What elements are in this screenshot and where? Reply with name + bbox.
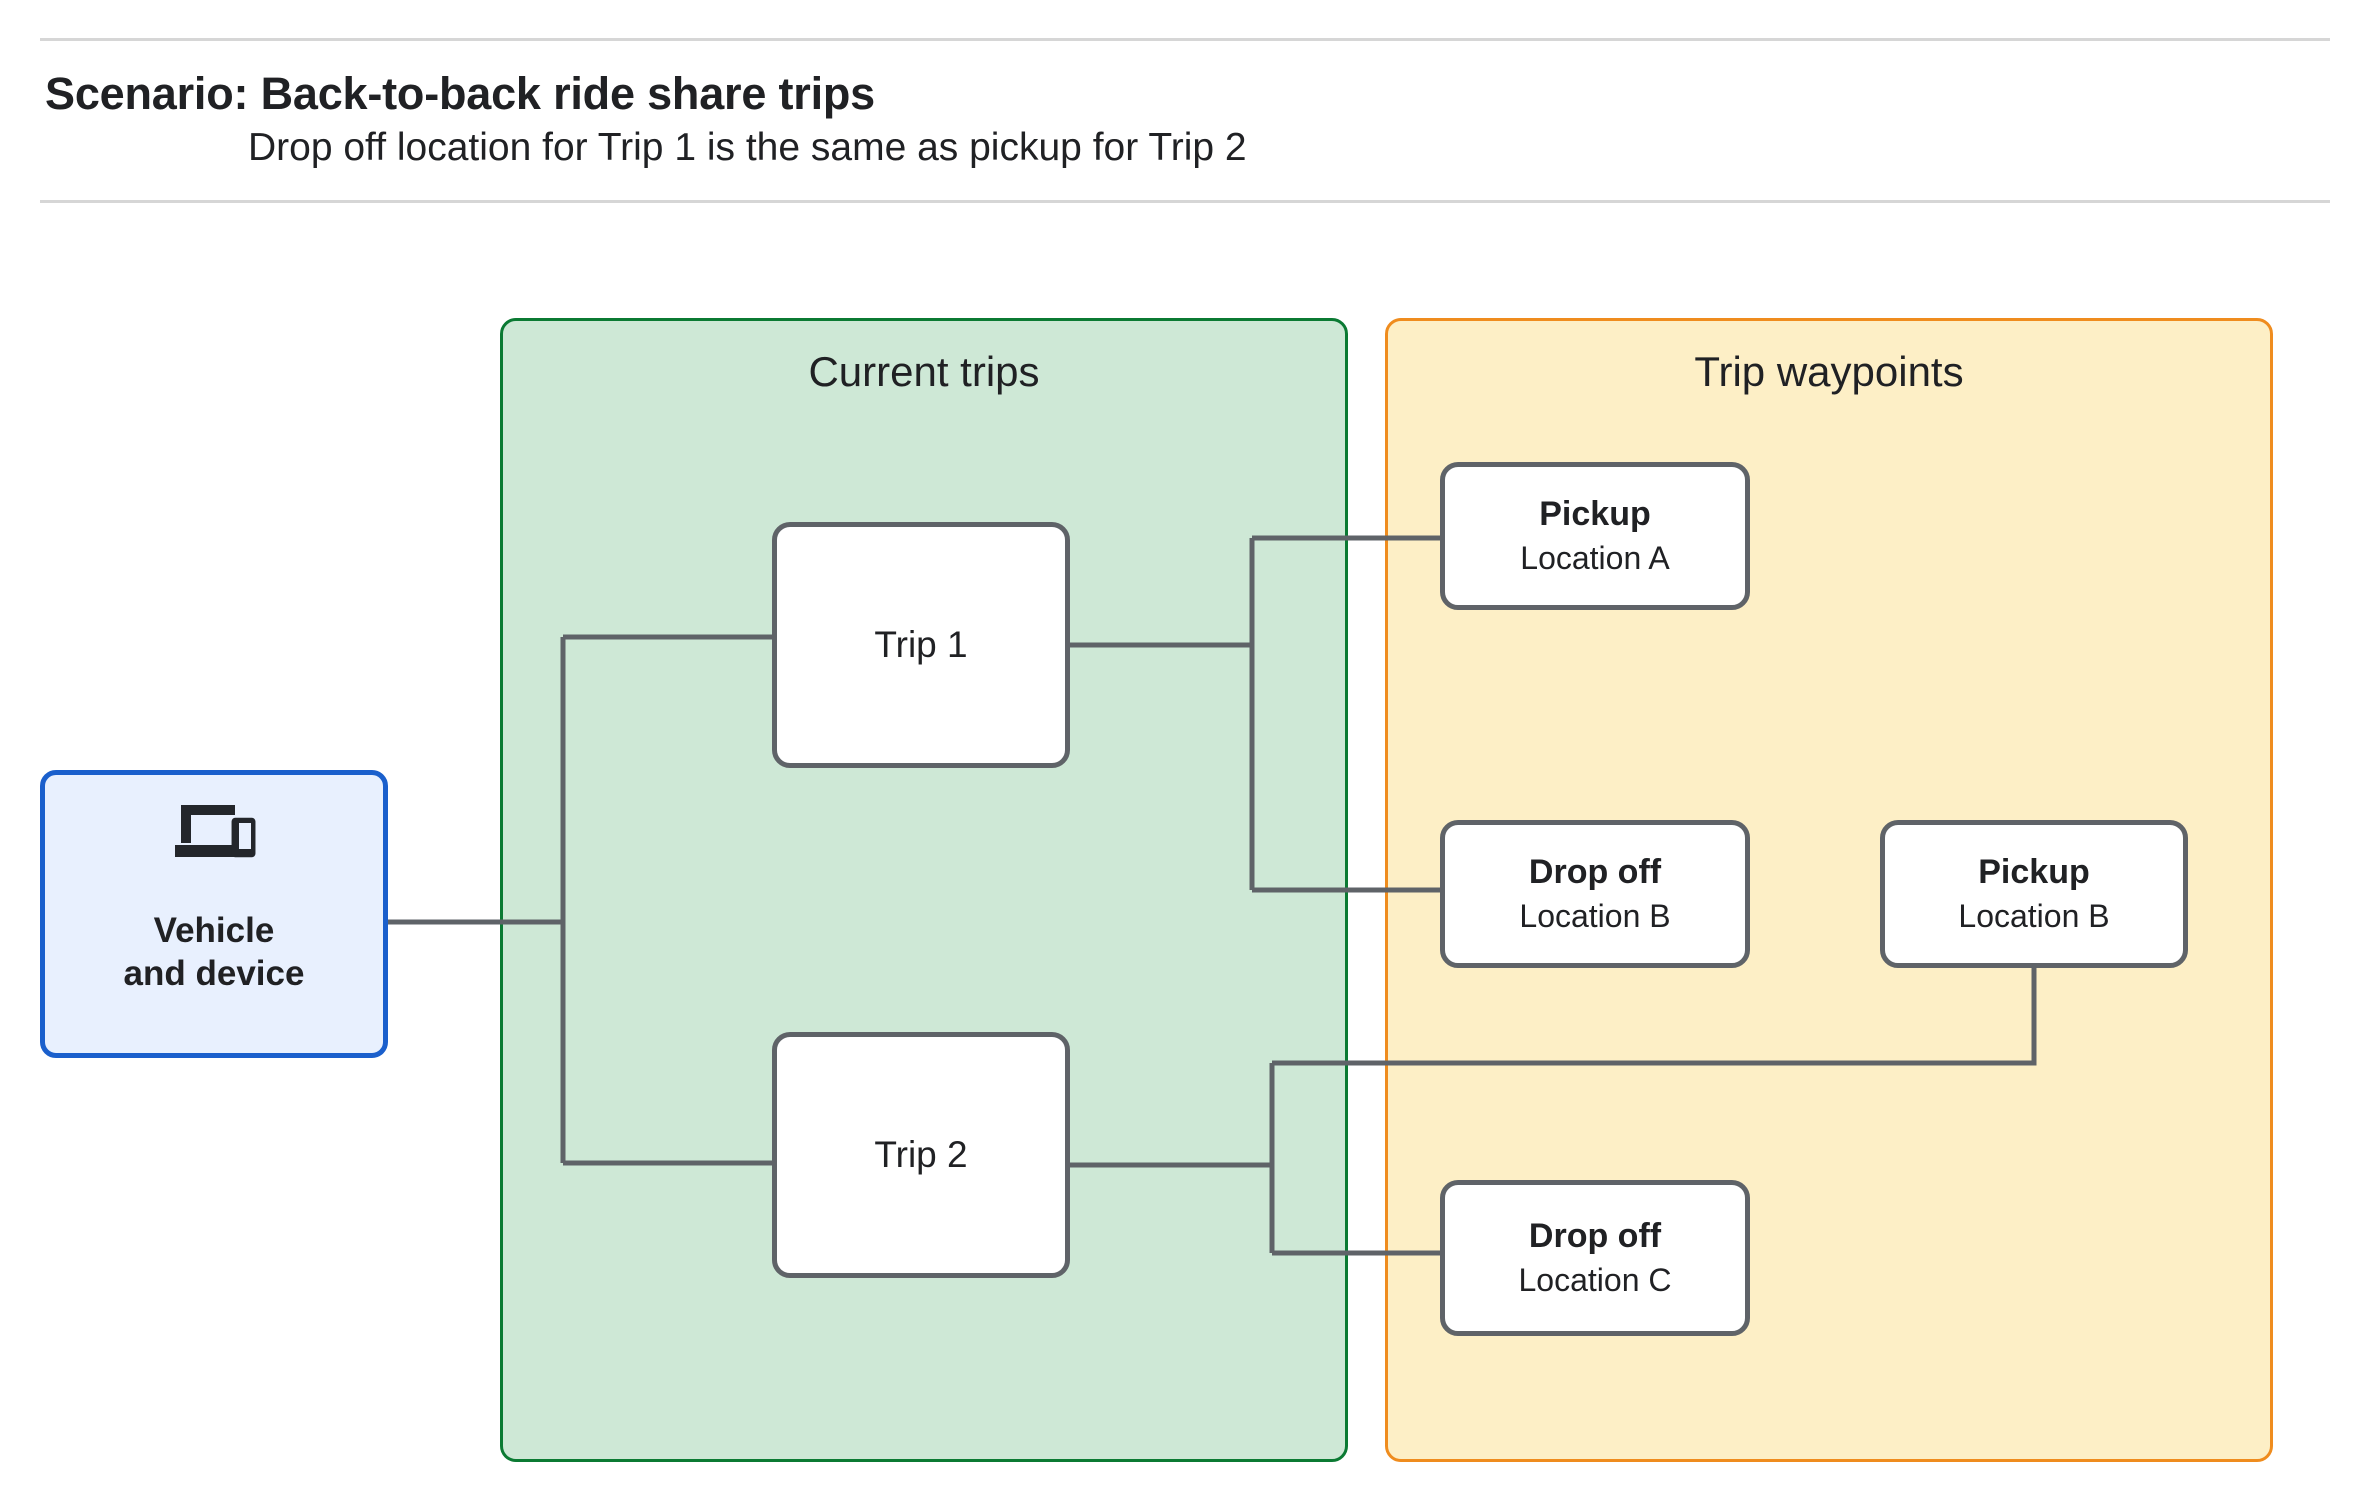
trip-1-node[interactable]: Trip 1 xyxy=(772,522,1070,768)
waypoint-pickup-a-location: Location A xyxy=(1520,540,1670,577)
waypoint-pickup-location-a[interactable]: Pickup Location A xyxy=(1440,462,1750,610)
page-header: Scenario: Back-to-back ride share trips … xyxy=(0,0,2357,205)
trip-2-node[interactable]: Trip 2 xyxy=(772,1032,1070,1278)
trip-1-label: Trip 1 xyxy=(874,623,968,665)
page-subtitle: Drop off location for Trip 1 is the same… xyxy=(248,126,1247,169)
waypoint-pickup-b-location: Location B xyxy=(1958,898,2110,935)
vehicle-and-device-node[interactable]: Vehicle and device xyxy=(40,770,388,1058)
waypoint-dropoff-location-b[interactable]: Drop off Location B xyxy=(1440,820,1750,968)
waypoint-dropoff-b-title: Drop off xyxy=(1528,853,1662,892)
panel-current-trips: Current trips xyxy=(500,318,1348,1462)
page-title: Scenario: Back-to-back ride share trips xyxy=(45,68,875,119)
panel-current-trips-title: Current trips xyxy=(808,348,1040,395)
waypoint-pickup-a-title: Pickup xyxy=(1539,495,1651,534)
waypoint-dropoff-location-c[interactable]: Drop off Location C xyxy=(1440,1180,1750,1336)
header-divider-bottom xyxy=(40,200,2330,203)
trip-2-label: Trip 2 xyxy=(874,1133,968,1175)
header-divider-top xyxy=(40,38,2330,41)
waypoint-dropoff-c-title: Drop off xyxy=(1528,1217,1662,1256)
devices-icon xyxy=(171,799,257,866)
vehicle-and-device-label: Vehicle and device xyxy=(123,910,305,993)
waypoint-dropoff-b-location: Location B xyxy=(1519,898,1671,935)
waypoint-pickup-location-b[interactable]: Pickup Location B xyxy=(1880,820,2188,968)
waypoint-dropoff-c-location: Location C xyxy=(1518,1262,1672,1299)
panel-trip-waypoints-title: Trip waypoints xyxy=(1694,348,1964,395)
waypoint-pickup-b-title: Pickup xyxy=(1978,853,2090,892)
